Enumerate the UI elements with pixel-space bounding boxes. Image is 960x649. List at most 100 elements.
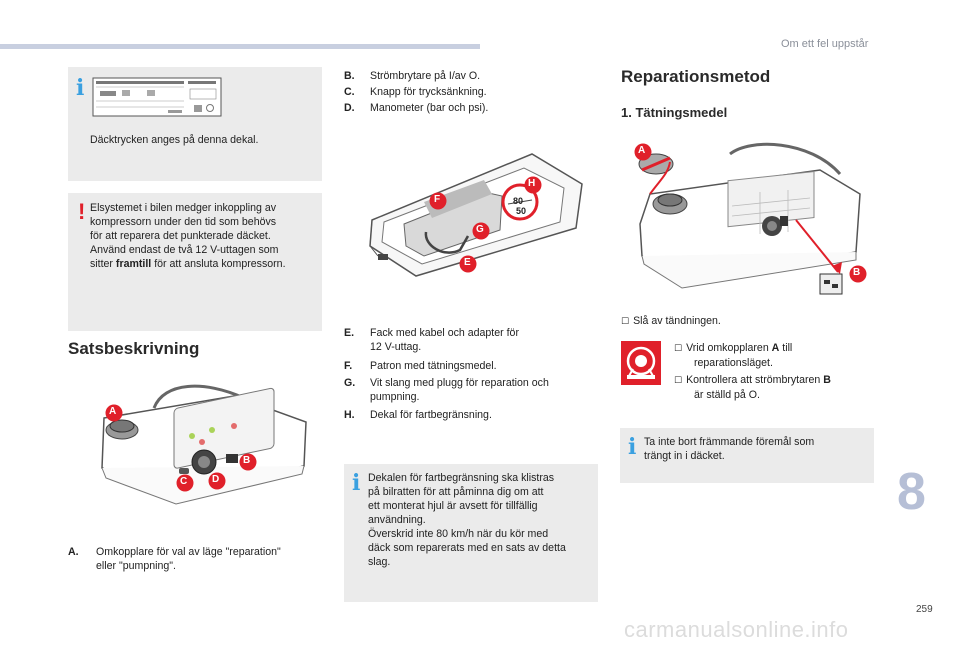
warning-line-5-bold: framtill — [115, 258, 152, 270]
callout-a-left-label: A — [109, 406, 117, 417]
tyre-pressure-label-illustration — [92, 77, 222, 117]
step-turn-selector-bold: A — [771, 342, 780, 354]
speed-info-line-3: ett monterat hjul är avsett för tillfäll… — [368, 500, 538, 512]
item-a: A. — [68, 545, 79, 559]
item-c-row: C. Knapp för trycksänkning. — [344, 85, 488, 99]
item-g-letter: G. — [344, 377, 356, 389]
item-e-line-2: 12 V-uttag. — [370, 341, 422, 353]
item-a-letter: A. — [68, 546, 79, 558]
callout-a-right — [634, 143, 652, 161]
callout-e-label: E — [464, 257, 471, 268]
tyre-pressure-info-box: i Däcktrycken anges på denna dekal. — [68, 67, 322, 181]
step-turn-selector-pre: Vrid omkopplaren — [686, 342, 769, 354]
item-h-letter: H. — [344, 409, 355, 421]
item-d-letter: D. — [344, 102, 355, 114]
item-d-text: Manometer (bar och psi). — [370, 102, 489, 114]
callout-c-left — [176, 474, 194, 492]
callout-h — [524, 176, 542, 194]
header-accent-bar — [0, 44, 480, 49]
step-ignition-off-text: Slå av tändningen. — [633, 315, 721, 327]
foreign-object-line-1: Ta inte bort främmande föremål som — [644, 436, 815, 448]
warning-line-2: kompressorn under den tid som behövs — [90, 216, 277, 228]
item-b-letter: B. — [344, 70, 355, 82]
warning-line-4: Använd endast de två 12 V-uttagen som — [90, 244, 279, 256]
info-icon: i — [352, 470, 361, 496]
section-title-satsbeskrivning: Satsbeskrivning — [68, 339, 200, 358]
callout-f — [429, 192, 447, 210]
item-e-text: Fack med kabel och adapter för 12 V-utta… — [370, 326, 519, 354]
item-e-line-1: Fack med kabel och adapter för — [370, 327, 519, 339]
item-d-row: D. Manometer (bar och psi). — [344, 101, 488, 115]
item-f-letter: F. — [344, 360, 353, 372]
warning-line-5: sitter framtill för att ansluta kompress… — [90, 257, 318, 271]
info-icon: i — [76, 75, 85, 101]
step-check-switch-pre: Kontrollera att strömbrytaren — [686, 374, 821, 386]
item-e: E. — [344, 326, 354, 340]
callout-b-right-label: B — [853, 267, 861, 278]
item-h-text: Dekal för fartbegränsning. — [370, 409, 492, 421]
speed-sticker-info-box: i Dekalen för fartbegränsning ska klistr… — [344, 464, 598, 602]
item-g-text: Vit slang med plugg för reparation och p… — [370, 376, 549, 404]
item-h: H. — [344, 408, 355, 422]
info-icon: i — [628, 434, 637, 460]
speed-info-text: Dekalen för fartbegränsning ska klistras… — [368, 471, 596, 569]
item-b-row: B. Strömbrytare på I/av O. — [344, 69, 488, 83]
foreign-object-line-2: trängt in i däcket. — [644, 450, 725, 462]
checkbox-bullet-icon: ☐ — [674, 344, 683, 354]
item-c-text: Knapp för trycksänkning. — [370, 86, 487, 98]
speed-info-line-4: användning. — [368, 514, 426, 526]
compressor-selector-pictogram — [621, 341, 661, 385]
callout-a-left — [105, 404, 123, 422]
items-top-list: B. Strömbrytare på I/av O. C. Knapp för tr… — [344, 69, 488, 115]
section-title-reparationsmetod: Reparationsmetod — [621, 67, 771, 86]
warning-icon: ! — [78, 199, 86, 224]
step-ignition-off: ☐Slå av tändningen. — [621, 314, 721, 329]
speed-sticker-top-value: 80 — [513, 196, 524, 206]
warning-text: Elsystemet i bilen medger inkoppling av … — [90, 201, 318, 271]
speed-info-line-1: Dekalen för fartbegränsning ska klistras — [368, 472, 555, 484]
electrical-warning-box: ! Elsystemet i bilen medger inkoppling a… — [68, 193, 322, 331]
callout-g-label: G — [476, 224, 484, 235]
checkbox-bullet-icon: ☐ — [674, 376, 683, 386]
callout-f-label: F — [434, 194, 441, 205]
speed-sticker-bottom-value: 50 — [516, 206, 527, 216]
speed-info-line-7: slag. — [368, 556, 391, 568]
page-number: 259 — [916, 604, 933, 615]
tyre-pressure-caption: Däcktrycken anges på denna dekal. — [90, 134, 259, 146]
speed-info-line-5: Överskrid inte 80 km/h när du kör med — [368, 528, 549, 540]
speed-info-line-2: på bilratten för att påminna dig om att — [368, 486, 544, 498]
callout-c-left-label: C — [180, 476, 188, 487]
item-e-letter: E. — [344, 327, 355, 339]
subsection-title-tatningsmedel: 1. Tätningsmedel — [621, 105, 728, 120]
step-check-switch-line-2: är ställd på O. — [694, 389, 760, 401]
warning-line-1: Elsystemet i bilen medger inkoppling av — [90, 202, 277, 214]
compressor-kit-illustration — [101, 384, 307, 505]
step-turn-selector: ☐Vrid omkopplaren A till reparationsläge… — [674, 341, 792, 370]
item-c-letter: C. — [344, 86, 355, 98]
warning-line-5-pre: sitter — [90, 258, 113, 270]
step-turn-selector-post: till — [782, 342, 793, 354]
item-g-line-1: Vit slang med plugg för reparation och — [370, 377, 549, 389]
item-a-line-1: Omkopplare för val av läge "reparation" — [96, 546, 281, 558]
warning-line-5-post: för att ansluta kompressorn. — [154, 258, 286, 270]
item-f: F. — [344, 359, 352, 373]
callout-d-left-label: D — [212, 474, 220, 485]
callout-b-left-label: B — [243, 455, 251, 466]
foreign-object-info-box: i Ta inte bort främmande föremål som trä… — [620, 428, 874, 483]
callout-e — [459, 255, 477, 273]
step-turn-selector-line-2: reparationsläget. — [694, 357, 773, 369]
foreign-object-text: Ta inte bort främmande föremål som träng… — [644, 435, 870, 463]
item-b-text: Strömbrytare på I/av O. — [370, 70, 481, 82]
step-turn-selector-line-1: ☐Vrid omkopplaren A till — [674, 341, 792, 356]
callout-b-left — [239, 453, 257, 471]
item-a-line-2: eller "pumpning". — [96, 560, 176, 572]
step-check-switch-line-1: ☐Kontrollera att strömbrytaren B — [674, 373, 831, 388]
warning-line-3: för att reparera det punkterade däcket. — [90, 230, 271, 242]
step-check-switch-bold: B — [823, 374, 831, 386]
step-check-switch: ☐Kontrollera att strömbrytaren B är stäl… — [674, 373, 831, 402]
watermark-text: carmanualsonline.info — [624, 617, 849, 642]
sealant-kit-compartment-illustration — [369, 153, 583, 277]
callout-g — [472, 222, 490, 240]
chapter-header-title: Om ett fel uppstår — [781, 38, 869, 50]
compressor-switch-illustration — [638, 142, 861, 295]
